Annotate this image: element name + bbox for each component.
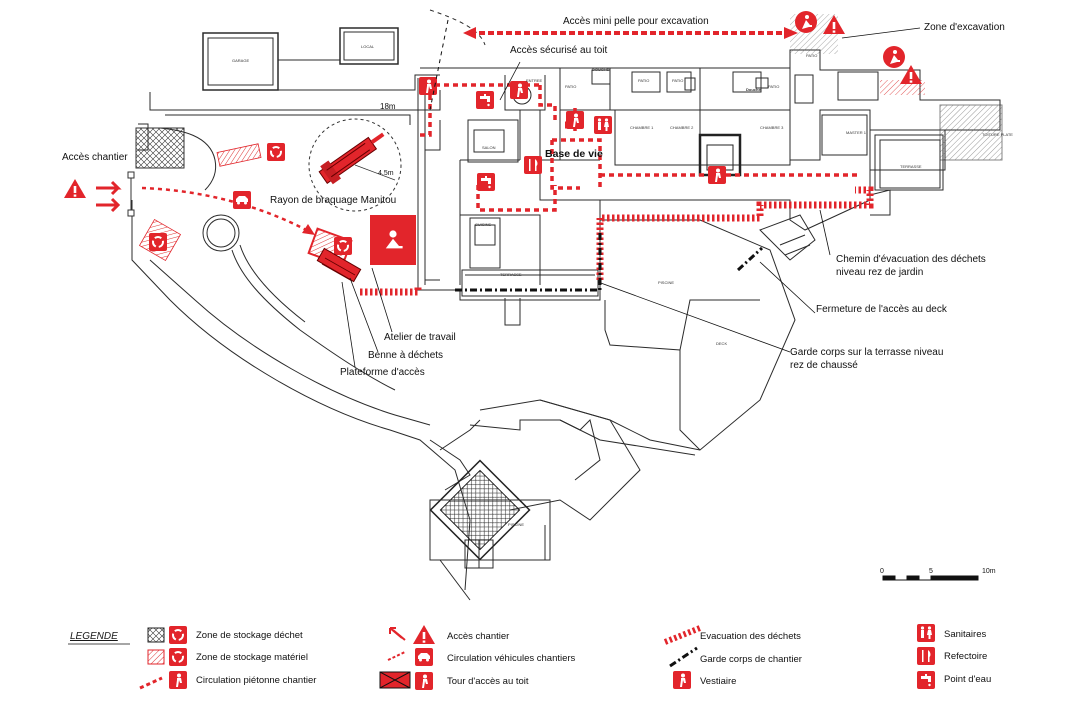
room-chambre-2: CHAMBRE 2 (670, 125, 694, 130)
room-master: MASTER 1 (846, 130, 867, 135)
excavator-worker-icon (883, 46, 905, 68)
legend-item: Circulation véhicules chantiers (447, 653, 576, 664)
worker-icon (415, 672, 433, 690)
warning-triangle-icon (64, 179, 86, 198)
room-patio: PATIO (806, 53, 818, 58)
room-garage: GARAGE (232, 58, 250, 63)
warning-triangle-icon (413, 625, 435, 644)
label-garde-corps-line2: rez de chaussé (790, 360, 858, 371)
room-entree: ENTREE (526, 78, 543, 83)
worker-icon (169, 671, 187, 689)
room-patio: PATIO (768, 84, 780, 89)
manitou-icon (318, 132, 385, 185)
toilet-icon (594, 116, 612, 134)
legend-title: LEGENDE (70, 631, 118, 642)
scale-bar (882, 575, 979, 581)
recycle-icon (148, 232, 168, 252)
room-douche: DOUCHE (592, 67, 610, 72)
label-zone-excavation: Zone d'excavation (924, 22, 1005, 33)
recycle-icon (168, 625, 188, 645)
room-deck: DECK (716, 341, 728, 346)
label-base-de-vie: Base de vie (545, 148, 603, 160)
guard-rail (455, 230, 602, 292)
dimension-18m: 18m (380, 102, 396, 111)
label-atelier-travail: Atelier de travail (384, 332, 456, 343)
room-terrasse: TERRASSE (500, 272, 522, 277)
recycle-icon (266, 142, 286, 162)
scale-5: 5 (929, 568, 933, 575)
water-tap-icon (477, 173, 495, 191)
scale-10m: 10m (982, 568, 996, 575)
worker-icon (708, 166, 726, 184)
legend-item: Zone de stockage matériel (196, 652, 308, 663)
room-terrasse: TERRASSE (900, 164, 922, 169)
legend-item: Sanitaires (944, 629, 987, 640)
arrow-left-icon (463, 27, 476, 39)
waste-route (360, 285, 422, 296)
room-piscine: PISCINE (508, 522, 525, 527)
legend-item: Garde corps de chantier (700, 654, 802, 665)
toilet-icon (917, 624, 935, 642)
label-plateforme-acces: Plateforme d'accès (340, 367, 425, 378)
arrow-right-icon (784, 27, 798, 39)
room-cuisine: CUISINE (475, 222, 492, 227)
access-arrow-icon (96, 197, 121, 213)
room-patio: PATIO (565, 84, 577, 89)
vehicle-icon (233, 191, 251, 209)
room-patio: PATIO (638, 78, 650, 83)
recycle-icon (333, 236, 353, 256)
recycle-icon (168, 647, 188, 667)
excavation-worker-icon (385, 230, 403, 249)
cutlery-icon (917, 647, 935, 665)
room-douche: Douche (746, 87, 761, 92)
excavator-worker-icon (795, 11, 817, 33)
water-tap-icon (917, 671, 935, 689)
scale-0: 0 (880, 568, 884, 575)
room-piscine: PISCINE (658, 280, 675, 285)
legend-item: Tour d'accès au toit (447, 676, 529, 687)
room-local: LOCAL (361, 44, 375, 49)
label-fermeture-deck: Fermeture de l'accès au deck (816, 304, 947, 315)
label-acces-mini-pelle: Accès mini pelle pour excavation (563, 16, 709, 27)
room-chambre-1: CHAMBRE 1 (630, 125, 654, 130)
label-garde-corps: Garde corps sur la terrasse niveau (790, 347, 944, 358)
label-chemin-evacuation-line2: niveau rez de jardin (836, 267, 924, 278)
legend-item: Point d'eau (944, 674, 992, 685)
worker-icon (673, 671, 691, 689)
legend-item: Accès chantier (447, 631, 510, 642)
warning-triangle-icon (900, 65, 922, 84)
water-tap-icon (476, 91, 494, 109)
legend-item: Refectoire (944, 651, 988, 662)
dimension-4-5m: 4.5m (378, 170, 394, 177)
worker-icon (510, 81, 528, 99)
label-acces-securise-toit: Accès sécurisé au toit (510, 45, 608, 56)
room-chambre-3: CHAMBRE 3 (760, 125, 784, 130)
room-patio: PATIO (672, 78, 684, 83)
vehicle-arrow-icon (302, 224, 315, 235)
legend-item: Circulation piétonne chantier (196, 675, 317, 686)
vehicle-icon (415, 648, 433, 666)
label-benne-dechets: Benne à déchets (368, 350, 444, 361)
room-toiture: TOITURE PLATE (982, 132, 1013, 137)
legend-item: Evacuation des déchets (700, 631, 801, 642)
label-rayon-braquage: Rayon de braquage Manitou (270, 195, 397, 206)
room-salon: SALON (482, 145, 496, 150)
legend-item: Zone de stockage déchet (196, 630, 303, 641)
cutlery-icon (524, 156, 542, 174)
label-acces-chantier: Accès chantier (62, 152, 128, 163)
label-chemin-evacuation: Chemin d'évacuation des déchets (836, 254, 986, 265)
legend-item: Vestiaire (700, 676, 737, 687)
worker-icon (566, 111, 584, 129)
